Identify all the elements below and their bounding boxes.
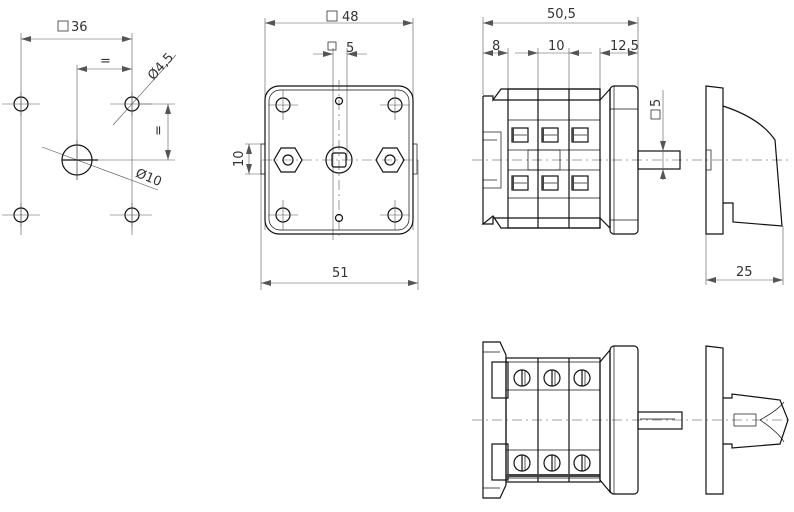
- terminal-screw: [513, 369, 531, 387]
- rear-view: 48 5 10 51: [232, 10, 419, 290]
- dim-cutout-square: 36: [71, 20, 88, 35]
- terminal: [511, 127, 529, 143]
- knob-top: [705, 345, 789, 495]
- knob-side: [705, 85, 783, 235]
- dim-rear-height: 10: [232, 150, 247, 167]
- dim-side-total: 50,5: [547, 7, 576, 22]
- panel-cutout-view: 36 = = Ø4,5 Ø10: [2, 20, 177, 235]
- dim-knob-depth: 25: [736, 265, 753, 280]
- terminal-screw: [513, 454, 531, 472]
- corner-hole: [268, 200, 298, 230]
- square-symbol-icon: [650, 109, 661, 120]
- square-symbol-icon: [327, 41, 337, 51]
- terminal-screw: [573, 454, 591, 472]
- dim-cutout-hole: Ø4,5: [145, 50, 177, 83]
- small-hole: [334, 213, 344, 223]
- shaft: [637, 150, 681, 170]
- dim-side-a: 8: [492, 39, 500, 54]
- shaft: [637, 411, 683, 430]
- small-hole: [334, 96, 344, 106]
- mounting-hole: [2, 203, 40, 227]
- center-hole: [61, 140, 98, 180]
- dim-rear-square: 48: [342, 10, 359, 25]
- mounting-hole: [110, 203, 152, 227]
- dim-equal-vertical: =: [150, 125, 165, 136]
- shaft-end: [325, 146, 353, 174]
- dim-equal-horizontal: =: [100, 54, 111, 69]
- corner-hole: [268, 90, 298, 120]
- hex-nut: [375, 147, 405, 173]
- terminal-screw: [543, 454, 561, 472]
- contact-body: [507, 88, 601, 229]
- corner-hole: [380, 200, 410, 230]
- dim-rear-width: 51: [332, 266, 349, 281]
- dim-side-b: 10: [548, 39, 565, 54]
- dim-rear-shaft: 5: [346, 41, 354, 56]
- hex-nut: [273, 147, 303, 173]
- terminal-screw: [543, 369, 561, 387]
- side-view: 50,5 8 10 12,5: [472, 7, 790, 285]
- terminal: [541, 175, 559, 191]
- terminal: [511, 175, 529, 191]
- mounting-hole: [110, 92, 152, 116]
- square-symbol-icon: [326, 10, 338, 22]
- terminal: [571, 175, 589, 191]
- square-symbol-icon: [57, 20, 69, 32]
- corner-hole: [380, 90, 410, 120]
- terminal: [541, 127, 559, 143]
- terminal: [571, 127, 589, 143]
- top-view: [472, 341, 790, 499]
- dim-side-c: 12,5: [610, 39, 639, 54]
- terminal-screw: [573, 369, 591, 387]
- mounting-hole: [2, 92, 40, 116]
- dim-side-shaft: 5: [649, 99, 664, 107]
